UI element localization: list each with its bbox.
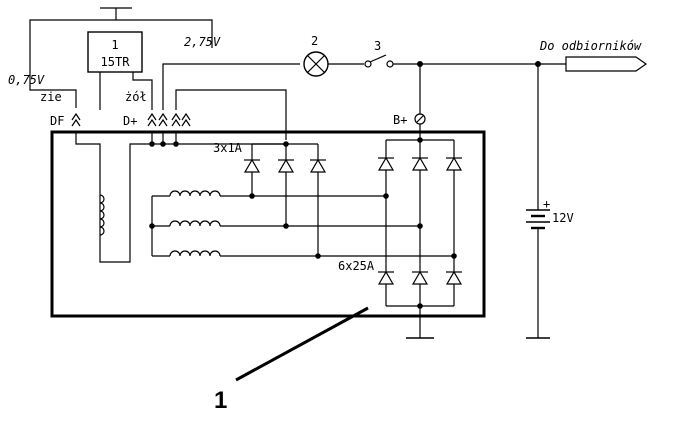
load-arrow: [565, 56, 648, 72]
terminal-bplus: B+: [393, 113, 407, 127]
bplus-terminal-symbol: [414, 113, 426, 125]
wire-color-green: zie: [40, 90, 62, 104]
rectifier-bridge: [377, 137, 463, 309]
battery-label: 12V: [552, 211, 574, 225]
wire-color-yellow: żół: [125, 90, 147, 104]
alternator-housing: [50, 130, 486, 318]
connector-symbols: [71, 112, 191, 127]
voltage-label-left: 0,75V: [8, 73, 45, 87]
alternator-leader-line: [235, 306, 369, 382]
battery-plus: +: [543, 197, 550, 211]
switch-number: 3: [374, 39, 381, 53]
voltage-label-right: 2,75V: [184, 35, 221, 49]
alternator-number: 1: [214, 387, 227, 414]
voltage-regulator-box: [87, 31, 143, 73]
excitation-winding: [75, 132, 153, 263]
regulator-number: 1: [111, 38, 118, 52]
battery: [526, 64, 550, 339]
indicator-lamp: [303, 51, 329, 77]
load-label: Do odbiorników: [539, 39, 642, 53]
junction-dot: [149, 141, 155, 147]
alternator-ground-symbol: [406, 306, 434, 339]
terminal-dplus: D+: [123, 114, 137, 128]
regulator-type: 15TR: [101, 55, 131, 69]
regulator-outer-wires: [29, 19, 213, 108]
regulator-ground-symbol: [100, 7, 132, 20]
main-diodes-label: 6x25A: [338, 259, 375, 273]
stator-windings: [149, 190, 457, 259]
excitation-diodes: [243, 141, 327, 256]
terminal-df: DF: [50, 114, 64, 128]
small-diodes-label: 3x1A: [213, 141, 243, 155]
regulator-leads: [99, 63, 300, 140]
ignition-switch: [364, 54, 394, 68]
lamp-number: 2: [311, 34, 318, 48]
